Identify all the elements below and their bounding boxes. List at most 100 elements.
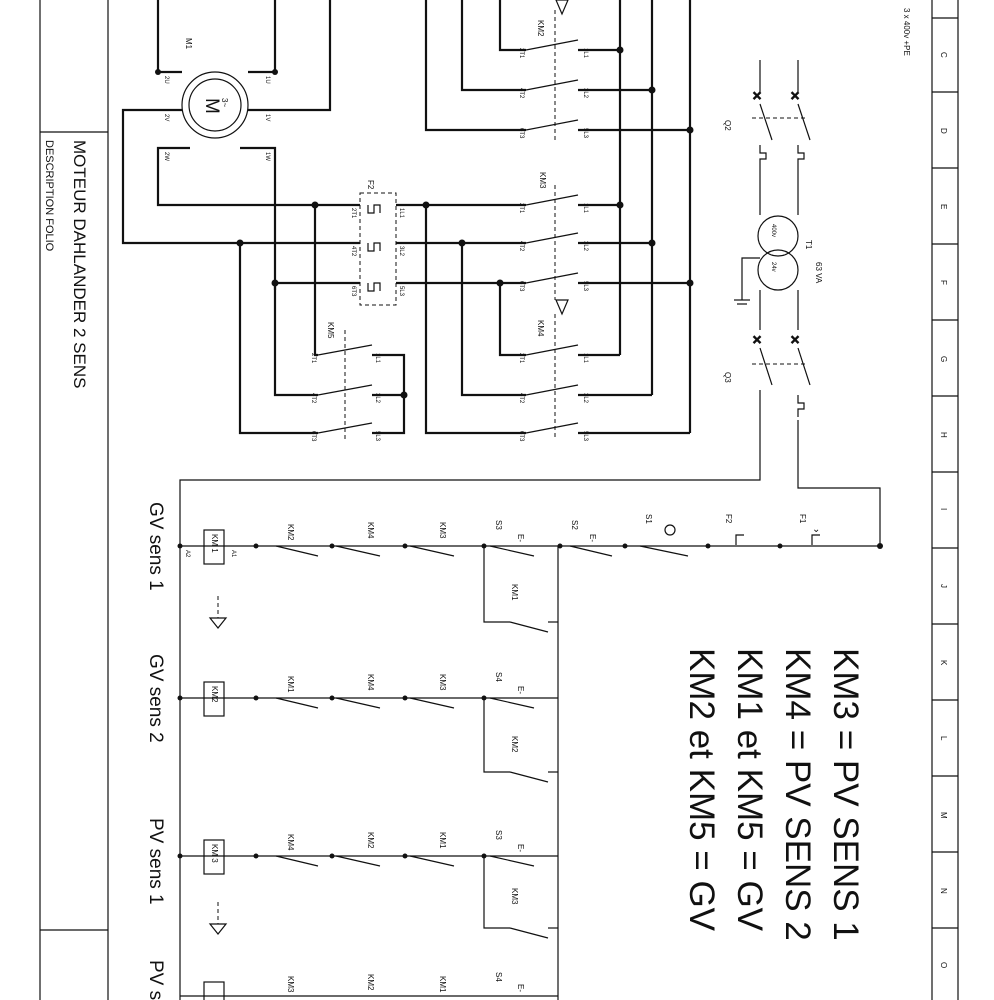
f2-term-4t2: 4T2 [350,246,356,257]
sheet-title: MOTEUR DAHLANDER 2 SENS [70,140,89,388]
f2-term-5l3: 5L3 [398,286,404,297]
ctrl-f2-tag: F2 [724,514,733,524]
t1-tag: T1 [804,240,813,250]
km2-tag: KM2 [536,20,545,37]
contactor-km5: KM5 2T1 4T2 6T3 1L1 3L2 5L3 [238,205,408,442]
km4-pole-1l1: 1L1 [582,353,588,364]
grid-ref-f: F [939,280,948,285]
f2-term-2t1: 2T1 [350,208,356,219]
supply-feed: Q2 ✕ ✕ 400v 24v T1 63 VA Q3 ✕ ✕ [179,60,881,1000]
km4-pole-6t3: 6T3 [518,431,524,442]
rung-2-interlock-3: KM3 [438,674,447,691]
rung-2-interlock-2: KM4 [366,674,375,691]
q3-tag: Q3 [723,372,732,383]
ctrl-f1-tag: F1 [798,514,807,524]
legend-line-3: KM1 et KM5 = GV [730,648,769,932]
grid-ref-m: M [939,812,948,819]
legend-line-1: KM3 = PV SENS 1 [826,648,865,941]
ctrl-s2-tag: S2 [570,520,579,530]
motor-terminal-2u: 2U [163,76,169,84]
motor-phases: 3~ [220,98,229,107]
km2-pole-4t2: 4T2 [518,88,524,99]
motor-terminal-2v: 2V [163,114,169,121]
motor-symbol: M [201,98,222,114]
rung-3-button: S3 [494,830,503,840]
rung-km4: PV s KM3 KM2 KM1 S4 E- [145,960,558,1000]
rung-3-interlock-3: KM1 [438,832,447,849]
km1-a1: A1 [230,550,236,558]
km3-pole-3l2: 3L2 [582,241,588,252]
motor-terminal-1u: 1U [264,76,270,84]
contactor-km2: KM2 2T1 4T2 6T3 1L1 3L2 5L3 [424,0,690,140]
supply-label: 3 x 400v +PE [902,8,911,56]
grid-reference-strip: C D E F G H I J K L M N O [931,0,959,1000]
km3-pole-6t3: 6T3 [518,281,524,292]
rung-km3: KM 3 PV sens 1 KM4 KM2 KM1 S3 E- KM3 [145,818,558,939]
km5-pole-1l1: 1L1 [374,353,380,364]
km5-pole-2t1: 2T1 [310,353,316,364]
km5-pole-6t3: 6T3 [310,431,316,442]
q2-tag: Q2 [723,120,732,131]
t1-secondary: 24v [770,262,776,272]
rung-km1: KM 1 GV sens 1 A1 A2 KM2 KM4 KM3 S3 E- K… [145,502,558,633]
km5-pole-4t2: 4T2 [310,393,316,404]
grid-ref-d: D [939,128,948,134]
rung-1-interlock-2: KM4 [366,522,375,539]
grid-ref-g: G [939,356,948,362]
ctrl-s2-e: E- [588,534,597,542]
rung-4-label: PV s [145,960,166,1000]
title-block: MOTEUR DAHLANDER 2 SENS DESCRIPTION FOLI… [39,0,109,1000]
grid-ref-e: E [939,204,948,209]
rung-1-hold: KM1 [510,584,519,601]
rung-3-e: E- [516,844,525,852]
grid-ref-o: O [939,962,948,968]
grid-ref-l: L [939,736,948,741]
grid-ref-c: C [939,52,948,58]
rung-2-e: E- [516,686,525,694]
grid-ref-h: H [939,432,948,438]
km3-tag: KM3 [538,172,547,189]
legend: KM3 = PV SENS 1 KM4 = PV SENS 2 KM1 et K… [682,648,865,941]
rung-4-button: S4 [494,972,503,982]
svg-text:✕: ✕ [790,89,800,103]
rung-1-e: E- [516,534,525,542]
km4-tag: KM4 [536,320,545,337]
t1-primary: 400v [770,224,776,237]
km1-a2: A2 [184,550,190,558]
rung-4-e: E- [516,984,525,992]
f2-term-3l2: 3L2 [398,246,404,257]
coil-km2-label: KM2 [210,686,219,703]
km5-tag: KM5 [326,322,335,339]
rung-2-interlock-1: KM1 [286,676,295,693]
km2-pole-5l3: 5L3 [582,128,588,139]
rung-1-interlock-3: KM3 [438,522,447,539]
coil-km1 [203,529,225,565]
coil-km1-label: KM 1 [210,534,219,553]
ctrl-s1-tag: S1 [644,514,653,524]
f2-term-1l1: 1L1 [398,208,404,219]
km2-pole-1l1: 1L1 [582,48,588,59]
km4-pole-2t1: 2T1 [518,353,524,364]
rung-3-label: PV sens 1 [145,818,166,905]
km3-pole-4t2: 4T2 [518,241,524,252]
rung-1-button: S3 [494,520,503,530]
km3-pole-1l1: 1L1 [582,203,588,214]
motor-terminal-1v: 1V [264,114,270,121]
motor-tag: M1 [184,38,193,50]
legend-line-2: KM4 = PV SENS 2 [778,648,817,941]
rung-4-interlock-1: KM3 [286,976,295,993]
rung-2-button: S4 [494,672,503,682]
f2-tag: F2 [366,180,375,190]
coil-km2 [203,681,225,717]
grid-ref-k: K [939,660,948,666]
coil-km3-label: KM 3 [210,844,219,863]
km4-pole-3l2: 3L2 [582,393,588,404]
km4-pole-5l3: 5L3 [582,431,588,442]
km2-pole-3l2: 3L2 [582,88,588,99]
contactor-km4: KM4 2T1 4T2 6T3 1L1 3L2 5L3 [424,205,690,442]
rung-1-label: GV sens 1 [145,502,166,591]
motor-terminal-1w: 1W [264,152,270,161]
coil-km4 [203,981,225,1000]
rung-3-hold: KM3 [510,888,519,905]
